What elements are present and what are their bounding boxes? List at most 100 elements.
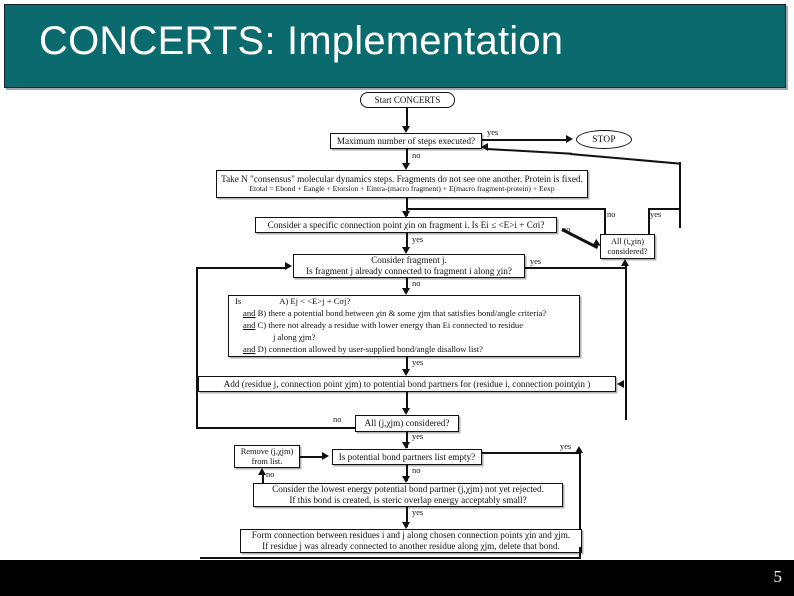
node-all-j-considered: All (j,χjm) considered? [355,415,459,432]
page-title: CONCERTS: Implementation [39,19,564,63]
edge-label-yes-1: yes [487,128,499,137]
edge-bottom-return [200,557,580,559]
arrow-up-icon [258,468,266,475]
edge-label-no-3: no [412,279,421,288]
edge-alli-yes-top [648,208,680,210]
node-all-i-line1: All (i,χin) considered? [607,236,648,256]
edge-return-riser [679,162,681,228]
criteria-d: D) connection allowed by user-supplied b… [257,343,483,354]
node-lowest-line1: Consider the lowest energy potential bon… [272,484,544,495]
edge-label-yes-branch: yes [650,210,662,219]
arrow-right-icon [566,135,573,143]
edge-label-yes-6: yes [560,442,572,451]
node-stop: STOP [576,130,632,149]
arrow-right-icon [285,262,292,270]
node-remove-from-list: Remove (j,χjm) from list. [234,445,300,468]
arrow-down-icon [402,442,410,449]
edge-add-to-allj [406,392,408,412]
arrow-down-icon [402,211,410,218]
node-criteria: Is A) Ej < <E>j + Cσj? and B) there a pot… [228,295,580,357]
node-md-steps-equation: Etotal = Ebond + Eangle + Etorsion + Ein… [249,184,555,194]
criteria-b: B) there a potential bond between χin & … [257,308,547,319]
arrow-up-icon [575,446,583,453]
node-lowest-energy: Consider the lowest energy potential bon… [253,483,563,507]
node-form-line1: Form connection between residues i and j… [251,530,571,541]
edge-label-yes-7: yes [412,508,424,517]
arrow-down-icon [402,476,410,483]
edge-lowest-to-form [406,507,408,527]
edge-alli-yes-riser [648,208,650,234]
flowchart-diagram: Start CONCERTS Maximum number of steps e… [0,90,794,560]
node-remove-line2: from list. [251,456,283,466]
arrow-left-icon [481,143,488,151]
edge-allj-no [196,427,356,429]
page-number: 5 [773,567,783,586]
edge-label-no-5: no [266,470,275,479]
arrow-up-icon [621,259,629,266]
edge-maxsteps-to-md [406,149,408,167]
node-consider-fragment: Consider fragment j. Is fragment j alrea… [293,254,525,278]
node-form-connection: Form connection between residues i and j… [240,529,582,553]
node-consider-fragment-line2: Is fragment j already connected to fragm… [306,266,512,276]
edge-listempty-yes [482,452,581,454]
edge-md-to-point [406,198,408,216]
criteria-and-d: and [243,343,256,354]
arrow-down-icon [402,408,410,415]
edge-listempty-to-lowest [406,465,408,481]
arrow-down-icon [402,163,410,170]
edge-criteria-to-add [406,357,408,373]
node-remove-line1: Remove (j,χjm) [240,446,294,456]
edge-remove-to-listempty [300,456,324,458]
node-list-empty: Is potential bond partners list empty? [332,449,482,465]
edge-label-yes-4: yes [412,358,424,367]
node-max-steps: Maximum number of steps executed? [330,133,482,149]
criteria-c2: j along χjm? [273,331,316,342]
edge-point-to-fragment [406,233,408,251]
node-lowest-line2: If this bond is created, is steric overl… [289,495,527,505]
edge-into-alli [625,265,627,420]
edge-label-yes-3: yes [530,257,542,266]
edge-maxsteps-to-stop [482,139,568,141]
node-criteria-text: Is A) Ej < <E>j + Cσj? and B) there a pot… [235,296,546,355]
edge-bottom-return-riser [579,547,581,559]
edge-loop-into-fragment [196,267,286,269]
edge-return-long [569,153,680,165]
title-bar: CONCERTS: Implementation [4,4,786,88]
arrow-right-icon [322,452,329,460]
node-consider-fragment-line1: Consider fragment j. [371,255,447,266]
edge-right-column-riser [579,452,581,547]
criteria-a: A) Ej < <E>j + Cσj? [279,296,351,307]
node-consider-point: Consider a specific connection point χin… [255,217,557,233]
edge-allj-to-listempty [406,432,408,448]
arrow-down-icon [402,369,410,376]
edge-label-no-2: no [607,210,616,219]
edge-label-yes-2: yes [412,235,424,244]
criteria-head: Is [235,296,242,307]
node-all-i-considered: All (i,χin) considered? [600,234,655,259]
node-md-steps-line1: Take N "consensus" molecular dynamics st… [221,173,583,184]
edge-label-no-4: no [333,415,342,424]
criteria-and-b: and [243,308,256,319]
edge-loop-left-riser [196,267,198,427]
node-add-partner: Add (residue j, connection point χjm) to… [198,376,616,392]
node-start: Start CONCERTS [360,92,455,108]
edge-return-to-maxsteps [486,148,572,155]
edge-label-yes-5: yes [412,432,424,441]
arrow-down-icon [402,522,410,529]
arrow-down-icon [402,288,410,295]
node-md-steps: Take N "consensus" molecular dynamics st… [216,170,588,198]
edge-alli-no-riser [604,208,606,234]
edge-start-to-maxsteps [406,108,408,128]
edge-label-no-6: no [412,466,421,475]
node-form-line2: If residue j was already connected to an… [262,541,560,551]
arrow-down-icon [402,247,410,254]
edge-fragment-to-criteria [406,278,408,292]
arrow-down-icon [402,126,410,133]
edge-fragment-yes [525,267,625,269]
edge-label-no-1: no [412,151,421,160]
criteria-c: C) there not already a residue with lowe… [257,320,524,331]
criteria-and-c: and [243,320,256,331]
arrow-left-icon [617,380,624,388]
footer-bar: 5 [0,560,794,596]
